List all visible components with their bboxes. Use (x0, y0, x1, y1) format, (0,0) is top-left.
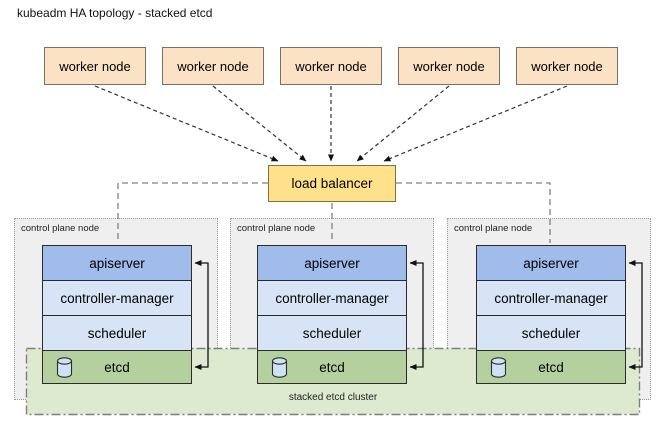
controller-manager-label: controller-manager (60, 290, 174, 306)
apiserver-box: apiserver (257, 245, 407, 281)
worker-node-box: worker node (162, 47, 264, 85)
load-balancer-box: load balancer (268, 165, 396, 202)
worker1-to-lb-arrow (94, 85, 279, 162)
etcd-label: etcd (538, 359, 564, 375)
controller-manager-box: controller-manager (476, 280, 626, 316)
worker-node-label: worker node (531, 58, 603, 74)
stacked-etcd-cluster-label: stacked etcd cluster (288, 392, 378, 403)
diagram-title: kubeadm HA topology - stacked etcd (17, 6, 213, 20)
apiserver-label: apiserver (304, 255, 360, 271)
worker-node-label: worker node (295, 58, 367, 74)
scheduler-label: scheduler (87, 325, 147, 341)
scheduler-box: scheduler (257, 315, 407, 351)
scheduler-label: scheduler (302, 325, 362, 341)
worker-node-label: worker node (59, 58, 131, 74)
scheduler-label: scheduler (521, 325, 581, 341)
worker-node-box: worker node (280, 47, 382, 85)
control-plane-node-label: control plane node (237, 223, 316, 234)
etcd-box: etcd (257, 350, 407, 384)
scheduler-box: scheduler (476, 315, 626, 351)
worker5-to-lb-arrow (383, 85, 568, 162)
worker-node-box: worker node (398, 47, 500, 85)
worker-node-label: worker node (413, 58, 485, 74)
etcd-label: etcd (104, 359, 130, 375)
apiserver-label: apiserver (523, 255, 579, 271)
database-cylinder-icon (490, 357, 507, 378)
etcd-box: etcd (42, 350, 192, 384)
worker-node-box: worker node (516, 47, 618, 85)
control-plane-node-label: control plane node (454, 223, 533, 234)
load-balancer-label: load balancer (291, 176, 373, 191)
worker2-to-lb-arrow (212, 85, 307, 162)
controller-manager-box: controller-manager (42, 280, 192, 316)
database-cylinder-icon (56, 357, 73, 378)
database-cylinder-icon (271, 357, 288, 378)
worker-node-label: worker node (177, 58, 249, 74)
control-plane-node-label: control plane node (21, 223, 100, 234)
controller-manager-label: controller-manager (494, 290, 608, 306)
etcd-box: etcd (476, 350, 626, 384)
worker4-to-lb-arrow (356, 85, 450, 162)
worker-to-lb-arrows (94, 85, 568, 162)
controller-manager-box: controller-manager (257, 280, 407, 316)
worker-node-box: worker node (44, 47, 146, 85)
apiserver-label: apiserver (89, 255, 145, 271)
scheduler-box: scheduler (42, 315, 192, 351)
apiserver-box: apiserver (42, 245, 192, 281)
controller-manager-label: controller-manager (275, 290, 389, 306)
apiserver-box: apiserver (476, 245, 626, 281)
etcd-label: etcd (319, 359, 345, 375)
